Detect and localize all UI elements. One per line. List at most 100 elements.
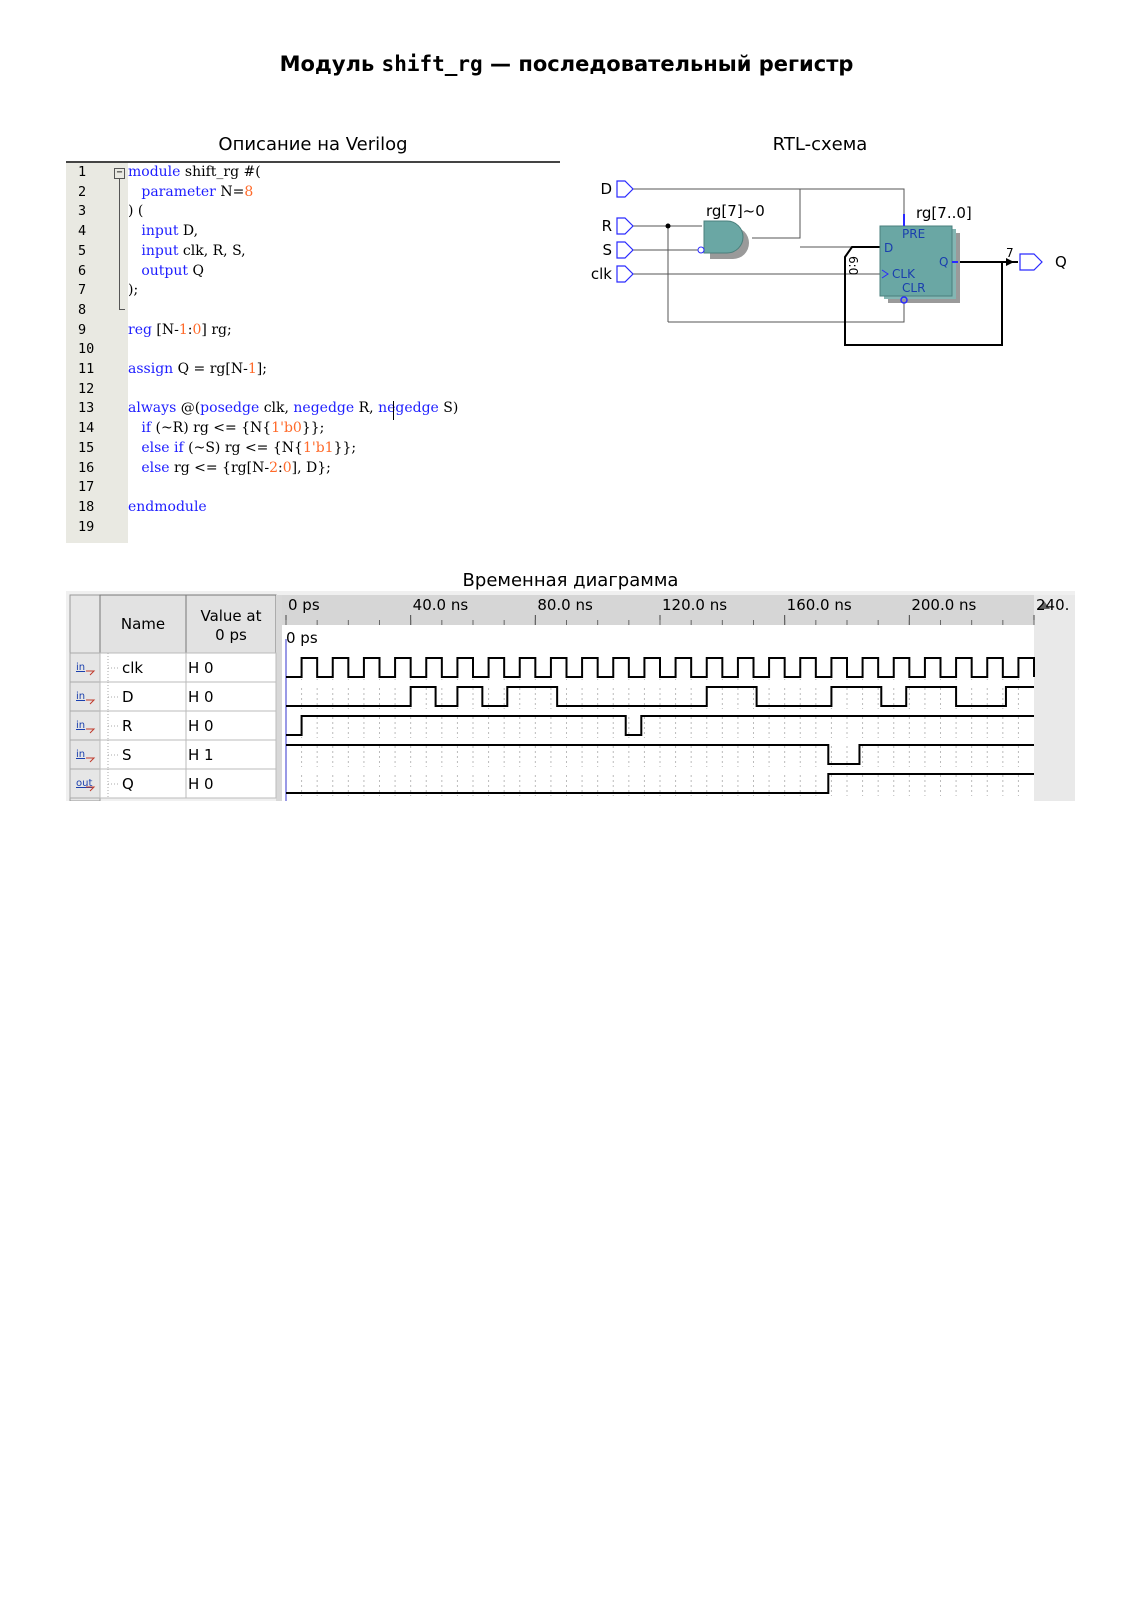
signal-arrow-icon <box>86 757 96 763</box>
code-token: 0 <box>282 459 292 476</box>
code-token: 1 <box>178 321 188 338</box>
code-token: }}; <box>301 420 325 437</box>
code-line[interactable]: else if (~S) rg <= {N{1'b1}}; <box>128 440 356 456</box>
value-header-label: Value at <box>200 607 261 625</box>
code-line[interactable]: ) ( <box>128 203 143 219</box>
code-line[interactable]: input D, <box>128 223 198 239</box>
code-token: ) ( <box>128 203 144 220</box>
code-token: }}; <box>333 439 357 456</box>
code-token: [N- <box>151 321 179 338</box>
scroll-up-icon[interactable] <box>1038 601 1050 609</box>
code-token: input <box>141 223 179 240</box>
waveform-s[interactable] <box>286 744 1034 765</box>
line-number: 1 <box>78 164 87 180</box>
signal-value: H 1 <box>188 746 214 764</box>
waveform-clk[interactable] <box>286 657 1035 678</box>
output-port-q <box>1019 253 1043 271</box>
pin-q: Q <box>939 255 948 269</box>
code-token: : <box>187 321 193 338</box>
signal-name: R <box>122 717 132 735</box>
code-token: output <box>141 262 189 279</box>
code-token: 8 <box>244 183 254 200</box>
timing-caption: Временная диаграмма <box>462 570 679 591</box>
code-token: 1 <box>247 361 257 377</box>
line-number: 14 <box>78 420 95 437</box>
collapse-icon[interactable]: − <box>114 168 125 179</box>
code-token: reg <box>128 321 152 338</box>
ruler-label: 0 ps <box>288 596 320 614</box>
in-port-icon: in <box>76 720 85 731</box>
ruler-label: 80.0 ns <box>537 596 593 614</box>
line-number: 17 <box>78 479 95 496</box>
input-port-s <box>616 241 634 259</box>
signal-name-cell[interactable] <box>99 681 187 712</box>
output-port-label: Q <box>1055 253 1067 271</box>
row-icon-cell <box>69 768 101 799</box>
code-token: N= <box>215 183 245 200</box>
signal-arrow-icon <box>86 728 96 734</box>
code-line[interactable]: assign Q = rg[N-1]; <box>128 361 267 377</box>
input-port-r <box>616 217 634 235</box>
code-line[interactable]: if (~R) rg <= {N{1'b0}}; <box>128 420 324 436</box>
row-icon-cell <box>69 681 101 712</box>
signal-name: D <box>122 688 134 706</box>
line-number: 6 <box>78 262 87 279</box>
code-token: S) <box>438 400 459 417</box>
signal-name: Q <box>122 775 134 793</box>
code-line[interactable]: parameter N=8 <box>128 184 253 200</box>
signal-value: H 0 <box>188 688 214 706</box>
pin-pre: PRE <box>902 227 925 241</box>
cursor-label: 0 ps <box>286 629 318 647</box>
waveform-q[interactable] <box>286 773 1034 794</box>
fold-guide-end <box>119 309 125 310</box>
in-port-icon: in <box>76 749 85 760</box>
input-port-d <box>616 180 634 198</box>
code-line[interactable]: ); <box>128 282 138 298</box>
ruler-label: 200.0 ns <box>911 596 976 614</box>
code-token: module <box>128 164 181 180</box>
code-token: clk, <box>259 400 294 417</box>
waveform-r[interactable] <box>286 715 1034 736</box>
code-top-border <box>66 161 560 163</box>
signal-name-cell[interactable] <box>99 739 187 770</box>
signal-value: H 0 <box>188 717 214 735</box>
code-token: 2 <box>269 459 278 476</box>
code-token: parameter <box>141 183 216 200</box>
plot-area <box>282 625 1034 801</box>
vertical-scrollbar[interactable] <box>1034 595 1075 801</box>
line-number: 8 <box>78 301 87 318</box>
text-cursor <box>393 401 394 420</box>
ruler-label: 40.0 ns <box>413 596 469 614</box>
code-line[interactable]: always @(posedge clk, negedge R, negedge… <box>128 400 458 416</box>
line-number: 18 <box>78 498 95 515</box>
line-number: 7 <box>78 282 87 299</box>
code-line[interactable]: input clk, R, S, <box>128 242 246 259</box>
code-line[interactable]: else rg <= {rg[N-2:0], D}; <box>128 460 331 476</box>
input-port-label: clk <box>591 265 612 283</box>
code-token: input <box>141 242 179 259</box>
code-line[interactable]: output Q <box>128 263 204 279</box>
code-token: 1'b1 <box>302 439 334 456</box>
code-token <box>128 440 141 456</box>
name-header[interactable] <box>99 594 187 654</box>
code-token: @( <box>176 400 201 417</box>
code-line[interactable]: endmodule <box>128 499 207 515</box>
value-header[interactable] <box>185 594 277 654</box>
signal-name-cell[interactable] <box>99 768 187 799</box>
out-port-icon: out <box>76 778 92 789</box>
signal-value: H 0 <box>188 775 214 793</box>
line-number: 11 <box>78 361 95 377</box>
code-token: R, <box>354 400 379 417</box>
signal-name-cell[interactable] <box>99 710 187 741</box>
code-line[interactable]: reg [N-1:0] rg; <box>128 322 232 338</box>
waveform-d[interactable] <box>286 686 1034 707</box>
code-token: clk, R, S, <box>178 242 246 259</box>
splitter[interactable] <box>276 595 282 801</box>
code-token: (~S) rg <= {N{ <box>183 439 303 456</box>
pin-clk: CLK <box>892 267 916 281</box>
page-title: Модуль shift_rg — последовательный регис… <box>279 52 854 76</box>
row-icon-cell <box>69 739 101 770</box>
code-line[interactable]: module shift_rg #( <box>128 164 261 180</box>
